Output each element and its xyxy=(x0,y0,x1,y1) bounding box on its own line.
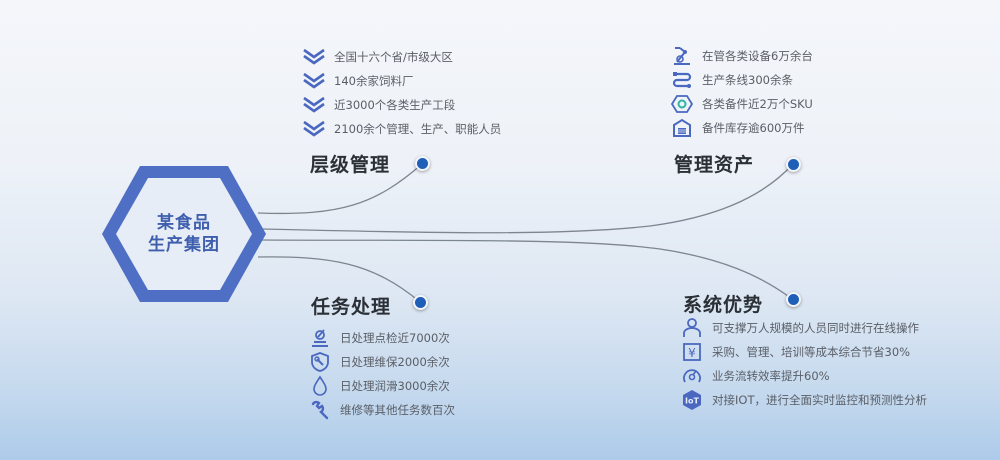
connector-hierarchy xyxy=(257,163,423,215)
node-dot-tasks xyxy=(413,295,428,310)
list-item: 维修等其他任务数百次 xyxy=(308,398,455,422)
list-item: 各类备件近2万个SKU xyxy=(670,92,813,116)
list-item: 日处理维保2000余次 xyxy=(308,350,455,374)
tasks-list: 日处理点检近7000次 日处理维保2000余次 日处理润滑3000余次 维修等其… xyxy=(308,326,455,422)
list-item: IoT 对接IOT，进行全面实时监控和预测性分析 xyxy=(680,388,927,412)
yuan-icon: ¥ xyxy=(680,341,704,363)
inspection-icon xyxy=(308,327,332,349)
center-label-line1: 某食品 xyxy=(157,213,211,233)
list-item: 在管各类设备6万余台 xyxy=(670,44,813,68)
node-dot-advantages xyxy=(786,292,801,307)
iot-icon: IoT xyxy=(680,389,704,411)
advantages-list: 可支撑万人规模的人员同时进行在线操作 ¥ 采购、管理、培训等成本综合节省30% … xyxy=(680,316,927,412)
double-chevron-icon xyxy=(302,94,326,116)
center-label: 某食品 生产集团 xyxy=(100,164,268,304)
production-line-icon xyxy=(670,69,694,91)
list-item: ¥ 采购、管理、培训等成本综合节省30% xyxy=(680,340,927,364)
hierarchy-list: 全国十六个省/市级大区 140余家饲料厂 近3000个各类生产工段 2100余个… xyxy=(302,45,501,141)
section-title-tasks: 任务处理 xyxy=(311,296,392,318)
oil-drop-icon xyxy=(308,375,332,397)
hex-nut-icon xyxy=(670,93,694,115)
list-item: 2100余个管理、生产、职能人员 xyxy=(302,117,501,141)
svg-text:IoT: IoT xyxy=(685,397,699,406)
center-label-line2: 生产集团 xyxy=(148,235,220,255)
robot-arm-icon xyxy=(670,45,694,67)
list-item: 日处理点检近7000次 xyxy=(308,326,455,350)
list-item: 可支撑万人规模的人员同时进行在线操作 xyxy=(680,316,927,340)
connector-assets xyxy=(261,163,794,234)
assets-list: 在管各类设备6万余台 生产条线300余条 各类备件近2万个SKU 备件库存逾60… xyxy=(670,44,813,140)
double-chevron-icon xyxy=(302,118,326,140)
warehouse-icon xyxy=(670,117,694,139)
svg-text:¥: ¥ xyxy=(688,346,696,360)
center-hexagon xyxy=(102,166,266,302)
list-item: 日处理润滑3000余次 xyxy=(308,374,455,398)
double-chevron-icon xyxy=(302,46,326,68)
section-title-hierarchy: 层级管理 xyxy=(310,154,391,176)
list-item: 近3000个各类生产工段 xyxy=(302,93,501,117)
shield-wrench-icon xyxy=(308,351,332,373)
list-item: 全国十六个省/市级大区 xyxy=(302,45,501,69)
section-title-assets: 管理资产 xyxy=(674,154,755,176)
list-item: 140余家饲料厂 xyxy=(302,69,501,93)
list-item: 业务流转效率提升60% xyxy=(680,364,927,388)
wrench-icon xyxy=(308,399,332,421)
list-item: 备件库存逾600万件 xyxy=(670,116,813,140)
list-item: 生产条线300余条 xyxy=(670,68,813,92)
double-chevron-icon xyxy=(302,70,326,92)
connector-advantages xyxy=(261,239,793,300)
connector-tasks xyxy=(257,256,421,303)
node-dot-hierarchy xyxy=(415,156,430,171)
user-icon xyxy=(680,317,704,339)
gauge-icon xyxy=(680,365,704,387)
section-title-advantages: 系统优势 xyxy=(683,294,764,316)
node-dot-assets xyxy=(786,157,801,172)
